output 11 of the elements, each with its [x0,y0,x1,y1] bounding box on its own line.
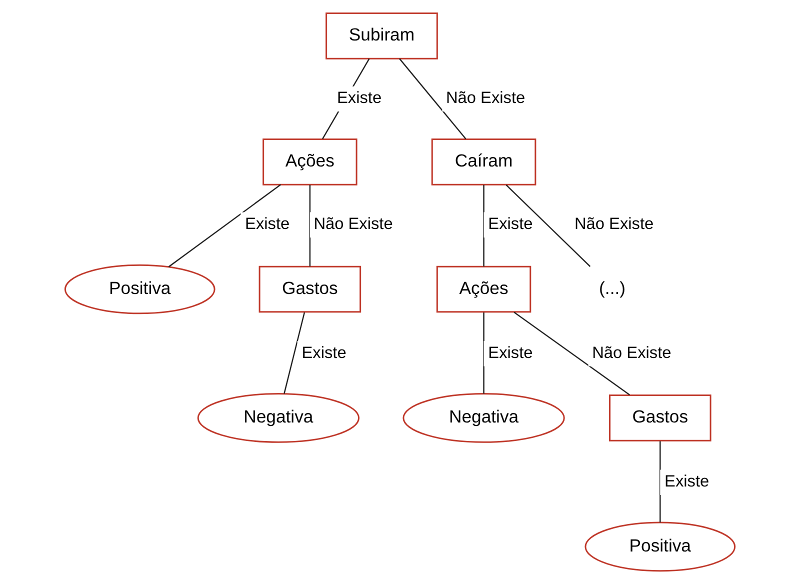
node-text: (...) [599,278,626,298]
edge-label: Existe [337,89,382,108]
edge-label: Existe [302,344,346,362]
edge-label: Existe [245,215,290,234]
edge-label: Não Existe [446,89,526,108]
edge-label: Existe [488,344,533,362]
edge-label: Existe [664,472,710,491]
edge-label: Não Existe [314,215,393,234]
edge-label: Não Existe [574,215,654,234]
edge-label: Existe [488,215,533,234]
edge-label: Não Existe [592,344,672,362]
